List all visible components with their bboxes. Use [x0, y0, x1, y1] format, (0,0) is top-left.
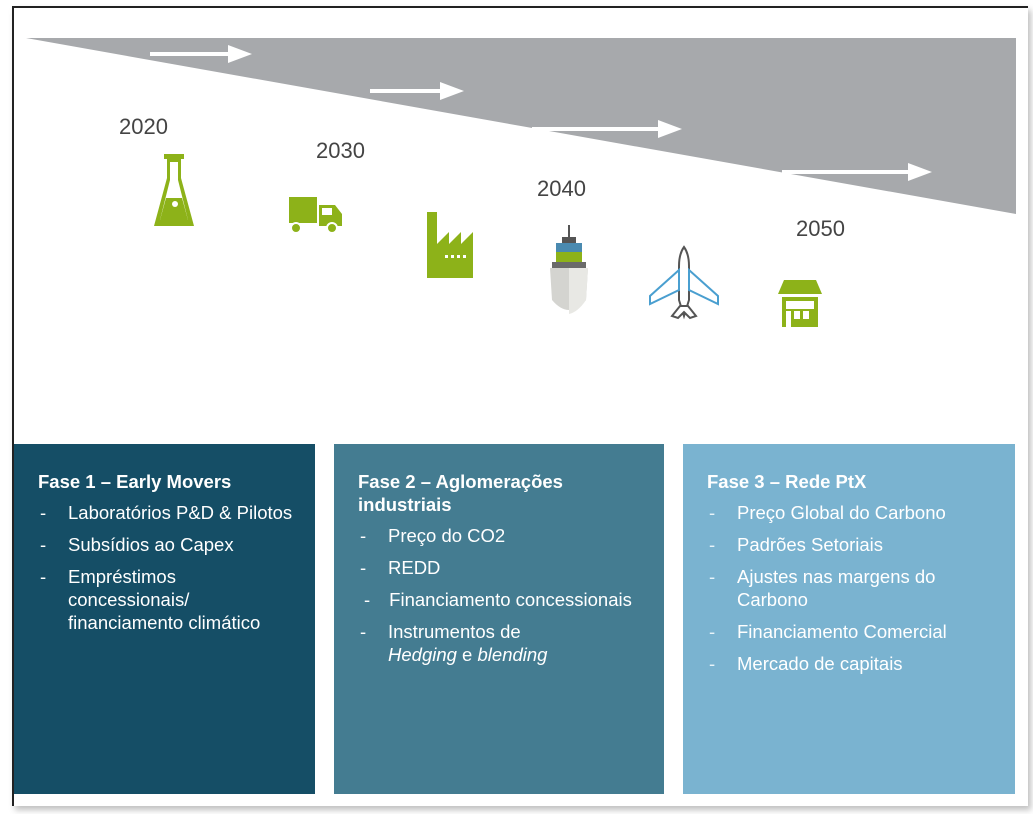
phase-2-list: Preço do CO2 REDD Financiamento concessi… — [358, 524, 646, 666]
phase-3-title: Fase 3 – Rede PtX — [707, 471, 867, 492]
ship-icon — [550, 225, 588, 314]
phase-2-title: Fase 2 – Aglomerações industriais — [358, 471, 563, 515]
airplane-icon — [649, 245, 719, 320]
list-item: Preço Global do Carbono — [707, 501, 997, 524]
list-item: Padrões Setoriais — [707, 533, 997, 556]
arrow-4 — [782, 163, 932, 181]
list-item: REDD — [358, 556, 646, 579]
factory-icon — [427, 212, 473, 278]
phase-3-list: Preço Global do Carbono Padrões Setoriai… — [707, 501, 997, 675]
timeline-wedge — [26, 38, 1016, 214]
list-item-emphasis: blending — [477, 644, 548, 665]
phase-1-list: Laboratórios P&D & Pilotos Subsídios ao … — [38, 501, 297, 634]
list-item: Financiamento Comercial — [707, 620, 997, 643]
phase-2-panel: Fase 2 – Aglomerações industriais Preço … — [334, 444, 664, 794]
list-item: Laboratórios P&D & Pilotos — [38, 501, 297, 524]
list-item: Subsídios ao Capex — [38, 533, 297, 556]
list-item: Empréstimos concessionais/ financiamento… — [38, 565, 297, 634]
list-item: Financiamento concessionais — [358, 588, 646, 611]
year-2040: 2040 — [537, 176, 586, 201]
flask-icon — [154, 154, 194, 226]
list-item-prefix: Instrumentos de — [388, 621, 521, 642]
building-icon — [778, 280, 822, 327]
list-item-conjunction: e — [456, 644, 478, 665]
list-item: Preço do CO2 — [358, 524, 646, 547]
phase-1-panel: Fase 1 – Early Movers Laboratórios P&D &… — [14, 444, 315, 794]
list-item: Mercado de capitais — [707, 652, 997, 675]
year-2050: 2050 — [796, 216, 845, 241]
timeline-graphic: 2020 2030 2040 2050 — [26, 38, 1016, 327]
list-item: Ajustes nas margens do Carbono — [707, 565, 997, 611]
phase-1-title: Fase 1 – Early Movers — [38, 471, 232, 492]
arrow-2 — [370, 82, 464, 100]
timeline-arrows — [150, 45, 932, 181]
truck-icon — [289, 197, 342, 234]
phase-3-panel: Fase 3 – Rede PtX Preço Global do Carbon… — [683, 444, 1015, 794]
arrow-1 — [150, 45, 252, 63]
arrow-3 — [532, 120, 682, 138]
list-item-emphasis: Hedging — [388, 644, 457, 665]
year-2030: 2030 — [316, 138, 365, 163]
year-2020: 2020 — [119, 114, 168, 139]
